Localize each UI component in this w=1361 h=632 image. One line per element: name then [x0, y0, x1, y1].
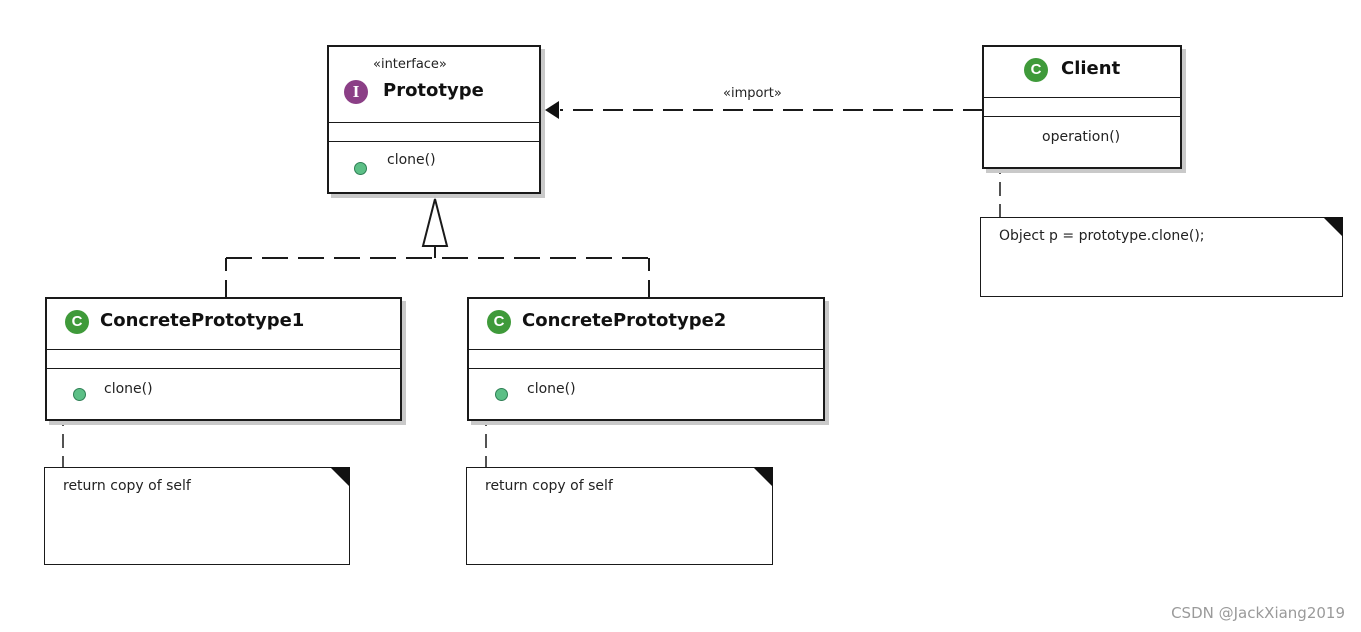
class-name: Prototype [383, 80, 484, 101]
class-header: C ConcretePrototype2 [469, 299, 823, 350]
operation-name: clone() [104, 381, 153, 397]
client-class-box[interactable]: C Client operation() [982, 45, 1182, 169]
public-method-icon [495, 388, 508, 401]
class-header: C Client [984, 47, 1180, 98]
prototype-interface-box[interactable]: «interface» I Prototype clone() [327, 45, 541, 194]
class-icon: C [65, 310, 89, 334]
class-icon: C [487, 310, 511, 334]
concrete-2-note[interactable]: return copy of self [466, 467, 773, 565]
concrete-prototype-2-box[interactable]: C ConcretePrototype2 clone() [467, 297, 825, 421]
public-method-icon [73, 388, 86, 401]
attributes-compartment [984, 98, 1180, 117]
class-header: «interface» I Prototype [329, 47, 539, 123]
public-method-icon [354, 162, 367, 175]
class-name: ConcretePrototype1 [100, 310, 305, 331]
note-fold-corner [1323, 217, 1343, 237]
note-fold-corner [330, 467, 350, 487]
note-fold-corner [753, 467, 773, 487]
client-note[interactable]: Object p = prototype.clone(); [980, 217, 1343, 297]
note-text: return copy of self [63, 478, 191, 494]
class-icon: C [1024, 58, 1048, 82]
import-arrowhead [545, 101, 559, 119]
class-name: Client [1061, 58, 1121, 79]
note-text: return copy of self [485, 478, 613, 494]
watermark: CSDN @JackXiang2019 [1171, 604, 1345, 622]
note-text: Object p = prototype.clone(); [999, 228, 1205, 244]
class-name: ConcretePrototype2 [522, 310, 727, 331]
stereotype-label: «interface» [373, 57, 447, 72]
attributes-compartment [329, 123, 539, 142]
operation-name: clone() [387, 152, 436, 168]
operation-name: operation() [1042, 129, 1121, 145]
realization-arrowhead [421, 198, 449, 247]
concrete-1-note[interactable]: return copy of self [44, 467, 350, 565]
interface-icon: I [344, 80, 368, 104]
operation-name: clone() [527, 381, 576, 397]
concrete-prototype-1-box[interactable]: C ConcretePrototype1 clone() [45, 297, 402, 421]
attributes-compartment [47, 350, 400, 369]
class-header: C ConcretePrototype1 [47, 299, 400, 350]
attributes-compartment [469, 350, 823, 369]
import-label: «import» [723, 86, 782, 101]
